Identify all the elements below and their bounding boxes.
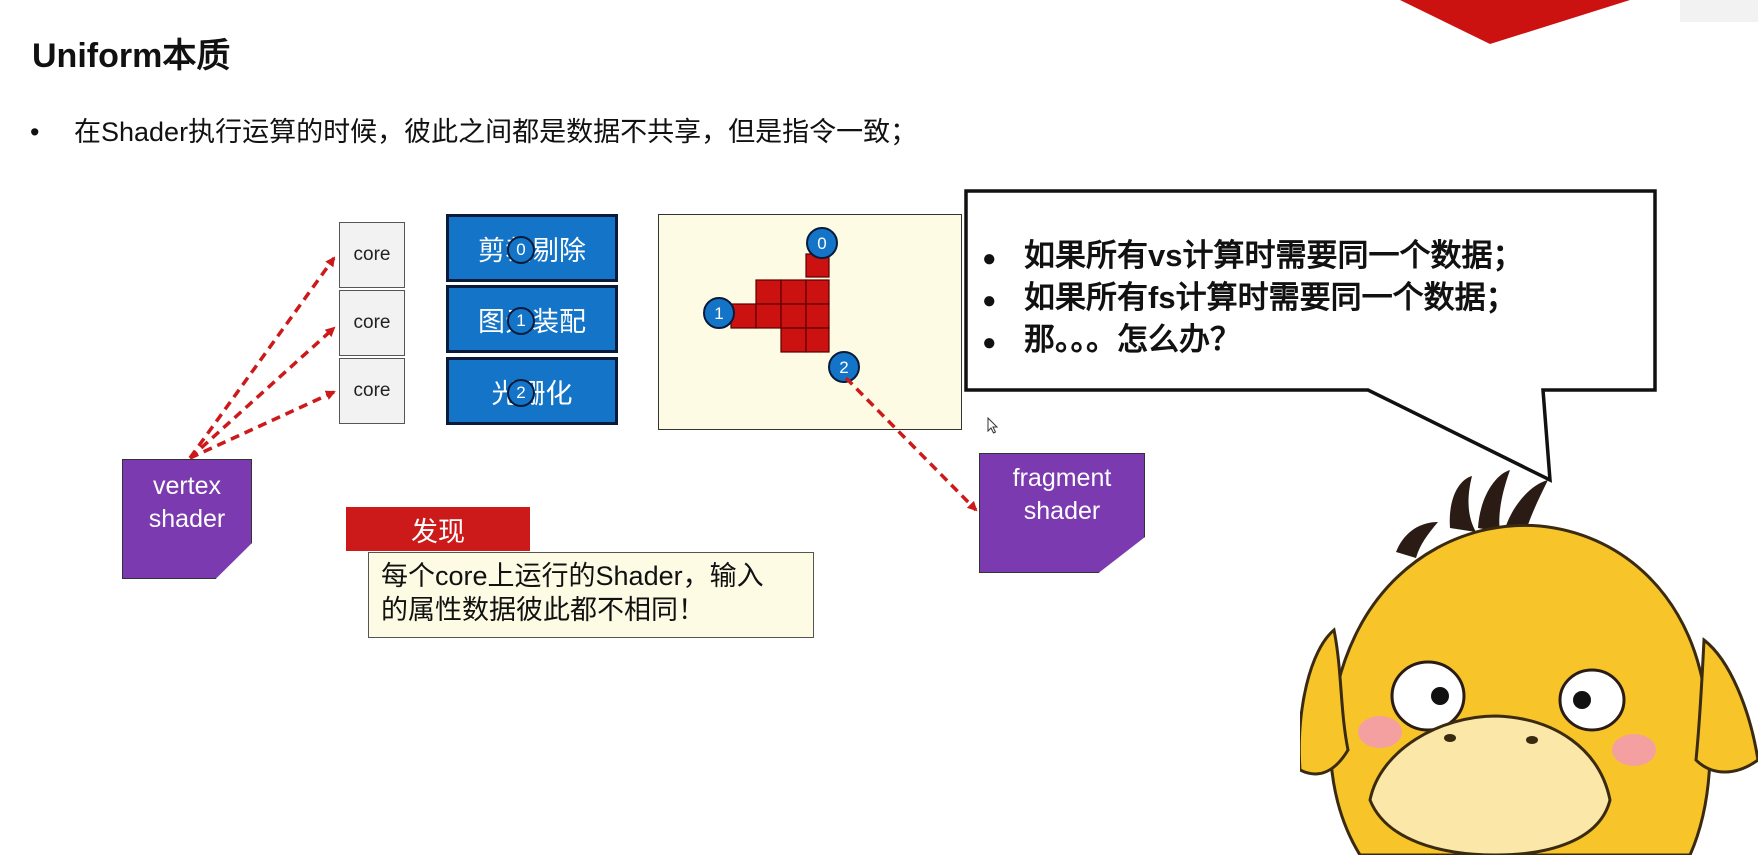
stage-number-badge: 1 [507, 307, 535, 335]
bubble-line-text: 如果所有fs计算时需要同一个数据； [1024, 280, 1517, 315]
stage-number-badge: 2 [507, 379, 535, 407]
bullet-dot-icon: ● [982, 329, 997, 356]
pipeline-stage-assembly: 图元装配 1 [446, 285, 618, 353]
note-line: fragment [1012, 464, 1112, 492]
note-line: shader [1023, 497, 1101, 525]
stage-number-badge: 0 [507, 236, 535, 264]
cursor-icon [987, 417, 999, 434]
discovery-label: 发现 [346, 507, 530, 551]
slide-title: Uniform本质 [32, 37, 231, 75]
pipeline-stage-clip: 剪裁剔除 0 [446, 214, 618, 282]
bullet-dot-icon: ● [982, 287, 997, 314]
core-box: core [339, 222, 405, 288]
bullet-text: 在Shader执行运算的时候，彼此之间都是数据不共享，但是指令一致； [74, 117, 918, 147]
bubble-line-text: 如果所有vs计算时需要同一个数据； [1024, 238, 1524, 273]
discovery-text-line: 的属性数据彼此都不相同！ [381, 595, 705, 625]
core-box: core [339, 358, 405, 424]
vertex-shader-note: vertex shader [122, 459, 252, 579]
bubble-line: ● 那。。。怎么办？ [982, 320, 1523, 362]
bubble-line-text: 那。。。怎么办？ [1024, 322, 1241, 357]
arrow-to-core-3 [189, 390, 336, 460]
raster-point: 2 [828, 351, 860, 383]
raster-point-label: 1 [714, 304, 723, 323]
speech-bubble [964, 189, 1657, 483]
raster-grid: 0 1 2 [703, 227, 860, 383]
raster-point-label: 0 [817, 234, 826, 253]
discovery-text-line: 每个core上运行的Shader，输入 [381, 561, 764, 591]
fragment-shader-note: fragment shader [979, 453, 1145, 573]
bubble-line: ● 如果所有vs计算时需要同一个数据； [982, 236, 1523, 278]
bubble-line: ● 如果所有fs计算时需要同一个数据； [982, 278, 1523, 320]
raster-panel: 0 1 2 [658, 214, 962, 430]
discovery-box: 每个core上运行的Shader，输入 的属性数据彼此都不相同！ [368, 552, 814, 638]
bullet-dot-icon: • [30, 117, 40, 147]
pipeline-stage-raster: 光栅化 2 [446, 357, 618, 425]
raster-point: 0 [806, 227, 838, 259]
bullet-dot-icon: ● [982, 245, 997, 272]
note-line: shader [148, 505, 226, 533]
arrow-to-core-1 [188, 256, 336, 460]
corner-decoration [1400, 0, 1758, 44]
arrow-to-core-2 [188, 326, 336, 460]
bullet-line: • 在Shader执行运算的时候，彼此之间都是数据不共享，但是指令一致； [30, 110, 917, 149]
raster-point-label: 2 [839, 358, 848, 377]
note-line: vertex [152, 472, 222, 500]
raster-point: 1 [703, 297, 735, 329]
core-box: core [339, 290, 405, 356]
duck-character-icon [1300, 470, 1758, 855]
speech-bubble-text: ● 如果所有vs计算时需要同一个数据； ● 如果所有fs计算时需要同一个数据； ● 那… [982, 236, 1523, 362]
